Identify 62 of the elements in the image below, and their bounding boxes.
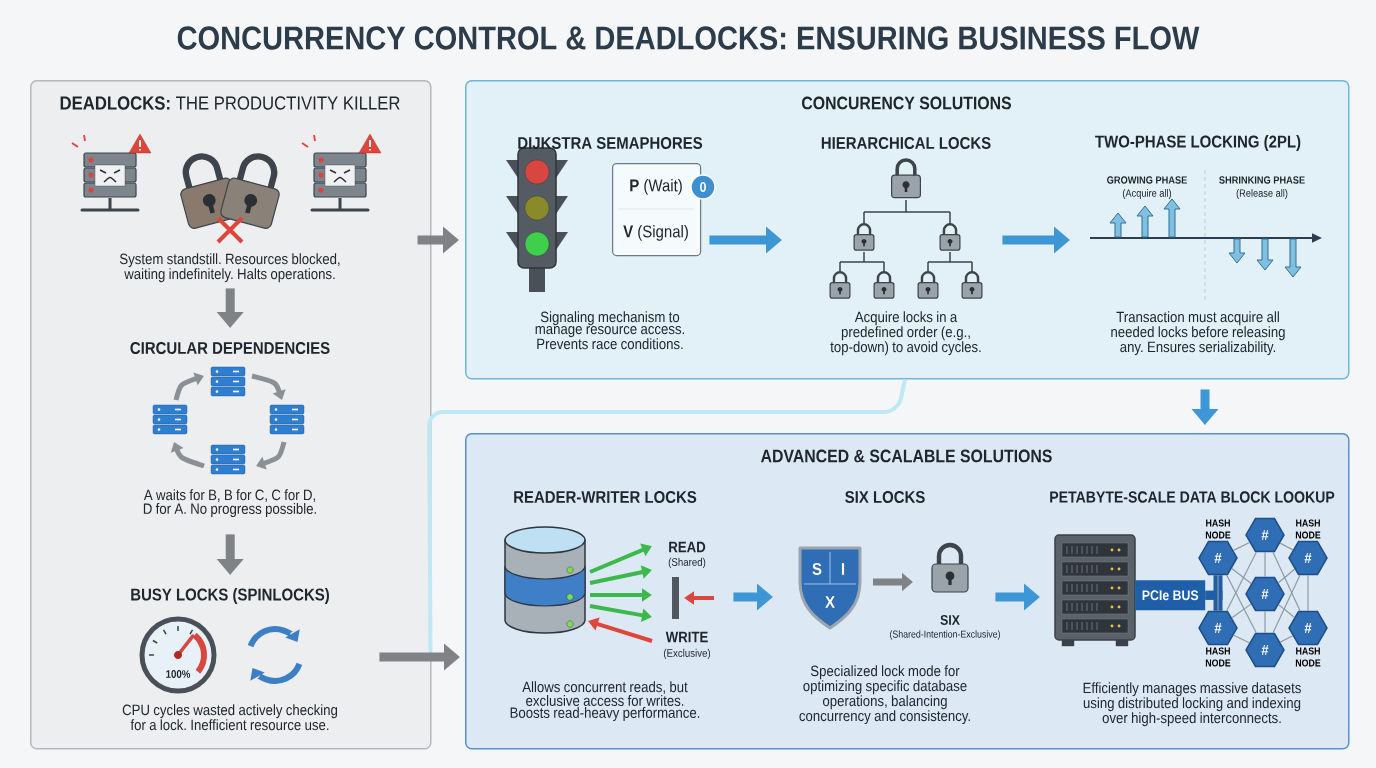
connector-line	[1217, 574, 1219, 612]
count-badge: 0	[690, 174, 716, 200]
connector-line	[1279, 635, 1294, 643]
description: Signaling mechanism to manage resource access. Prevents race conditions.	[535, 311, 684, 350]
bus-bar: PCIe BUS	[1135, 580, 1206, 611]
hexagon-node: #	[1245, 517, 1285, 553]
node-caption: HASH NODE	[1295, 519, 1321, 539]
node-caption: HASH NODE	[1295, 647, 1321, 667]
connector-line	[1264, 610, 1266, 634]
connector-line	[1231, 567, 1252, 585]
connector-line	[1264, 551, 1266, 578]
hexagon-node: #	[1288, 610, 1328, 646]
access-label: WRITE	[665, 631, 708, 643]
description: Efficiently manages massive datasets using distributed locking and indexing over high-speed interconnects.	[1083, 682, 1301, 727]
panel-heading: DEADLOCKS: THE PRODUCTIVITY KILLER	[60, 96, 400, 110]
description: Allows concurrent reads, but exclusive access for writes. Boosts read-heavy performance.	[510, 681, 700, 721]
description: Acquire locks in a predefined order (e.g., top-down) to avoid cycles.	[830, 311, 981, 356]
connector-line	[1272, 551, 1301, 612]
bus-line	[1205, 590, 1223, 611]
gauge-value: 100%	[166, 670, 191, 678]
shield-letter: S	[812, 563, 822, 575]
shield-letter: X	[825, 596, 835, 608]
hexagon-node: #	[1245, 576, 1285, 612]
access-note: (Exclusive)	[663, 648, 711, 660]
hexagon-node: #	[1198, 610, 1238, 646]
connector-line	[1278, 604, 1295, 618]
description: CPU cycles wasted actively checking for a lock. Inefficient resource use.	[122, 704, 337, 731]
description: Specialized lock mode for optimizing specific database operations, balancing concurrency and consistency.	[799, 665, 970, 725]
node-caption: HASH NODE	[1205, 519, 1231, 539]
description: System standstill. Resources blocked, waiting indefinitely. Halts operations.	[119, 253, 340, 283]
node-caption: HASH NODE	[1205, 647, 1231, 667]
section-heading: CIRCULAR DEPENDENCIES	[130, 342, 330, 354]
connector-line	[1231, 603, 1252, 619]
connector-line	[1226, 551, 1257, 612]
connector-line	[1233, 634, 1250, 644]
lock-label: SIX	[940, 615, 960, 625]
description: A waits for B, B for C, C for D, D for A. No progress possible.	[143, 489, 316, 517]
lock-note: (Shared-Intention-Exclusive)	[890, 630, 1000, 640]
bus-line	[427, 379, 907, 652]
connector-line	[1279, 542, 1294, 551]
title: CONCURRENCY CONTROL & DEADLOCKS: ENSURING BUSINESS FLOW	[177, 26, 1200, 50]
connector-line	[1307, 574, 1309, 612]
section-heading: HIERARCHICAL LOCKS	[821, 137, 991, 149]
panel-heading: CONCURENCY SOLUTIONS	[802, 96, 1012, 110]
access-note: (Shared)	[668, 557, 706, 569]
hexagon-node: #	[1245, 632, 1285, 668]
hexagon-node: #	[1198, 540, 1238, 576]
section-heading: TWO-PHASE LOCKING (2PL)	[1095, 135, 1301, 151]
hexagon-node: #	[1288, 540, 1328, 576]
connector-line	[1226, 574, 1257, 634]
connector-line	[1232, 542, 1251, 551]
panel-heading: ADVANCED & SCALABLE SOLUTIONS	[760, 449, 1052, 463]
connector-line	[1277, 568, 1296, 584]
section-heading: READER-WRITER LOCKS	[514, 491, 697, 503]
section-heading: PETABYTE-SCALE DATA BLOCK LOOKUP	[1050, 491, 1335, 503]
description: Transaction must acquire all needed locks before releasing any. Ensures serializability.	[1111, 311, 1285, 356]
section-heading: BUSY LOCKS (SPINLOCKS)	[131, 588, 329, 604]
connector-line	[1272, 574, 1301, 634]
section-heading: DIJKSTRA SEMAPHORES	[518, 137, 703, 149]
section-heading: SIX LOCKS	[845, 491, 925, 503]
access-label: READ	[669, 541, 706, 553]
shield-letter: I	[841, 563, 845, 575]
